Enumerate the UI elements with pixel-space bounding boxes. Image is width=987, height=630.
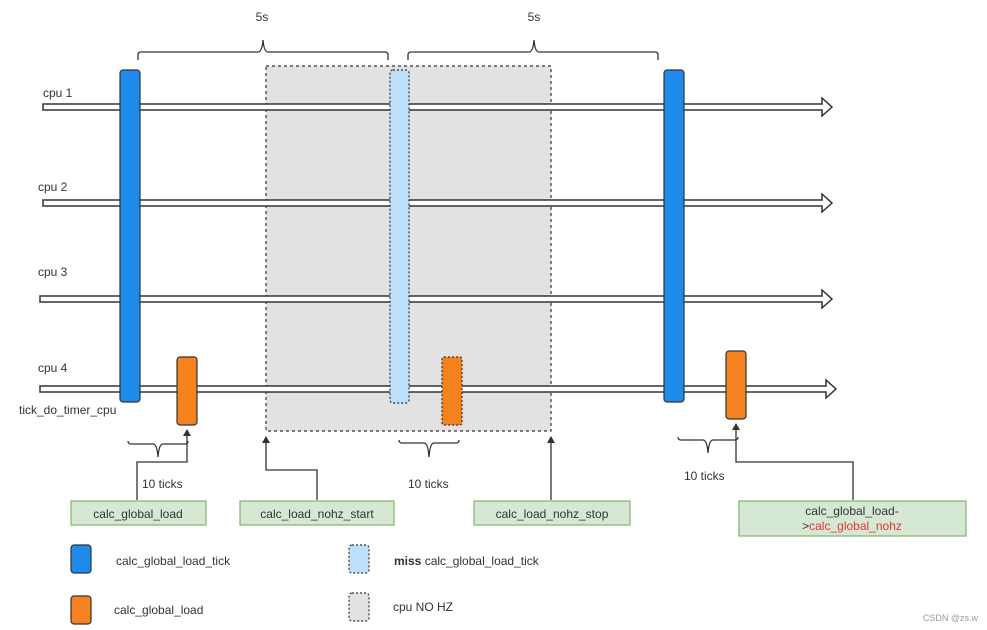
callout-nohz-start-text: calc_load_nohz_start [260, 507, 374, 521]
top-left-brace-label: 5s [256, 10, 269, 24]
callout-nohz-prefix: > [802, 519, 809, 533]
callout-calc-global-nohz-line1: calc_global_load- [805, 504, 898, 518]
legend-tick-swatch [70, 544, 92, 574]
callout-calc-global-nohz [738, 500, 967, 537]
calc-global-load-bar-3 [725, 350, 747, 420]
calc-global-load-tick-bar-2 [663, 69, 685, 403]
legend-miss-swatch [348, 544, 370, 574]
callout-nohz-highlight: calc_global_nohz [809, 519, 902, 533]
ticks-label-2: 10 ticks [408, 477, 449, 491]
cpu3-timeline [39, 288, 834, 310]
connector-calc-global-load [136, 429, 191, 500]
ticks-brace-3 [677, 436, 739, 454]
top-left-brace [137, 39, 389, 60]
callout-nohz-start [239, 500, 395, 526]
ticks-brace-2 [398, 439, 460, 458]
legend-nohz-swatch [348, 592, 370, 622]
callout-nohz-stop [473, 500, 631, 526]
legend-miss-rest: calc_global_load_tick [421, 554, 539, 568]
legend-load-label: calc_global_load [114, 603, 203, 617]
calc-global-load-bar-2 [441, 356, 463, 426]
connector-nohz-start [262, 436, 318, 500]
cpu1-timeline [42, 96, 834, 118]
top-right-brace [407, 39, 659, 60]
missed-tick-bar [389, 69, 410, 404]
connector-calc-global-nohz [732, 423, 854, 500]
legend-load-swatch [70, 595, 92, 625]
callout-nohz-stop-text: calc_load_nohz_stop [496, 507, 609, 521]
cpu2-timeline [42, 192, 834, 214]
watermark: CSDN @zs.w [923, 613, 979, 623]
cpu2-label: cpu 2 [38, 180, 68, 194]
cpu3-label: cpu 3 [38, 265, 68, 279]
calc-global-load-tick-bar-1 [119, 69, 141, 403]
ticks-label-3: 10 ticks [684, 469, 725, 483]
top-right-brace-label: 5s [528, 10, 541, 24]
legend-nohz-label: cpu NO HZ [393, 600, 453, 614]
callout-calc-global-nohz-line2: >calc_global_nohz [802, 519, 902, 533]
callout-calc-global-load-text: calc_global_load [93, 507, 182, 521]
cpu4-timeline [39, 378, 838, 400]
calc-global-load-bar-1 [176, 356, 198, 426]
legend-miss-bold: miss [394, 554, 422, 568]
tick-do-timer-cpu-label: tick_do_timer_cpu [19, 403, 116, 417]
ticks-label-1: 10 ticks [142, 477, 183, 491]
cpu1-label: cpu 1 [43, 86, 73, 100]
legend-miss-label: miss calc_global_load_tick [394, 554, 540, 568]
cpu4-label: cpu 4 [38, 361, 68, 375]
callout-calc-global-load [70, 500, 207, 526]
ticks-brace-1 [127, 440, 189, 458]
legend-tick-label: calc_global_load_tick [116, 554, 231, 568]
